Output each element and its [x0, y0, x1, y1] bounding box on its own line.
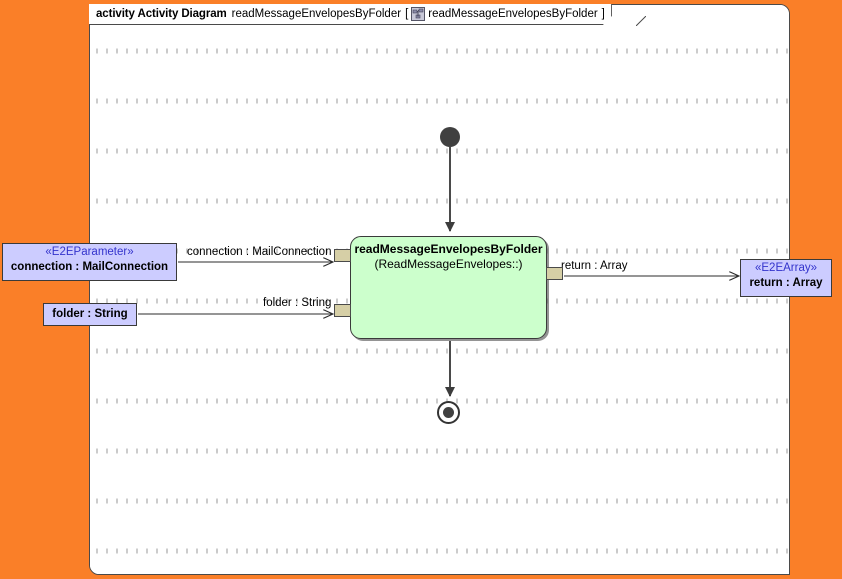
parameter-label-folder: folder : String — [52, 308, 128, 320]
edge-label-return: return : Array — [561, 260, 628, 272]
parameter-node-return[interactable]: «E2EArray» return : Array — [740, 259, 832, 297]
parameter-stereotype-return: «E2EArray» — [754, 262, 817, 274]
diagram-frame-title: activity Activity Diagram readMessageEnv… — [89, 4, 612, 25]
parameter-stereotype-connection: «E2EParameter» — [45, 246, 134, 258]
parameter-label-return: return : Array — [749, 277, 823, 289]
parameter-label-connection: connection : MailConnection — [10, 261, 169, 273]
action-node-subtitle: (ReadMessageEnvelopes::) — [374, 257, 523, 271]
input-pin-connection[interactable] — [334, 249, 351, 262]
output-pin-return[interactable] — [546, 267, 563, 280]
frame-name: readMessageEnvelopesByFolder — [231, 8, 402, 20]
frame-bracket-close: ] — [601, 8, 605, 20]
action-node-readmessageenvelopesbyfolder[interactable]: readMessageEnvelopesByFolder (ReadMessag… — [350, 236, 547, 339]
parameter-node-folder[interactable]: folder : String — [43, 303, 137, 326]
input-pin-folder[interactable] — [334, 304, 351, 317]
edge-label-folder: folder : String — [263, 297, 332, 309]
action-node-title: readMessageEnvelopesByFolder — [354, 242, 543, 256]
frame-bracket-open: [ — [405, 8, 409, 20]
edge-label-connection: connection : MailConnection — [187, 246, 332, 258]
activity-final-node[interactable] — [437, 401, 460, 424]
frame-keyword: activity Activity Diagram — [96, 8, 227, 20]
activity-reference-icon — [411, 7, 425, 21]
frame-reference-name: readMessageEnvelopesByFolder — [428, 8, 598, 20]
parameter-node-connection[interactable]: «E2EParameter» connection : MailConnecti… — [2, 243, 177, 281]
initial-node[interactable] — [440, 127, 460, 147]
